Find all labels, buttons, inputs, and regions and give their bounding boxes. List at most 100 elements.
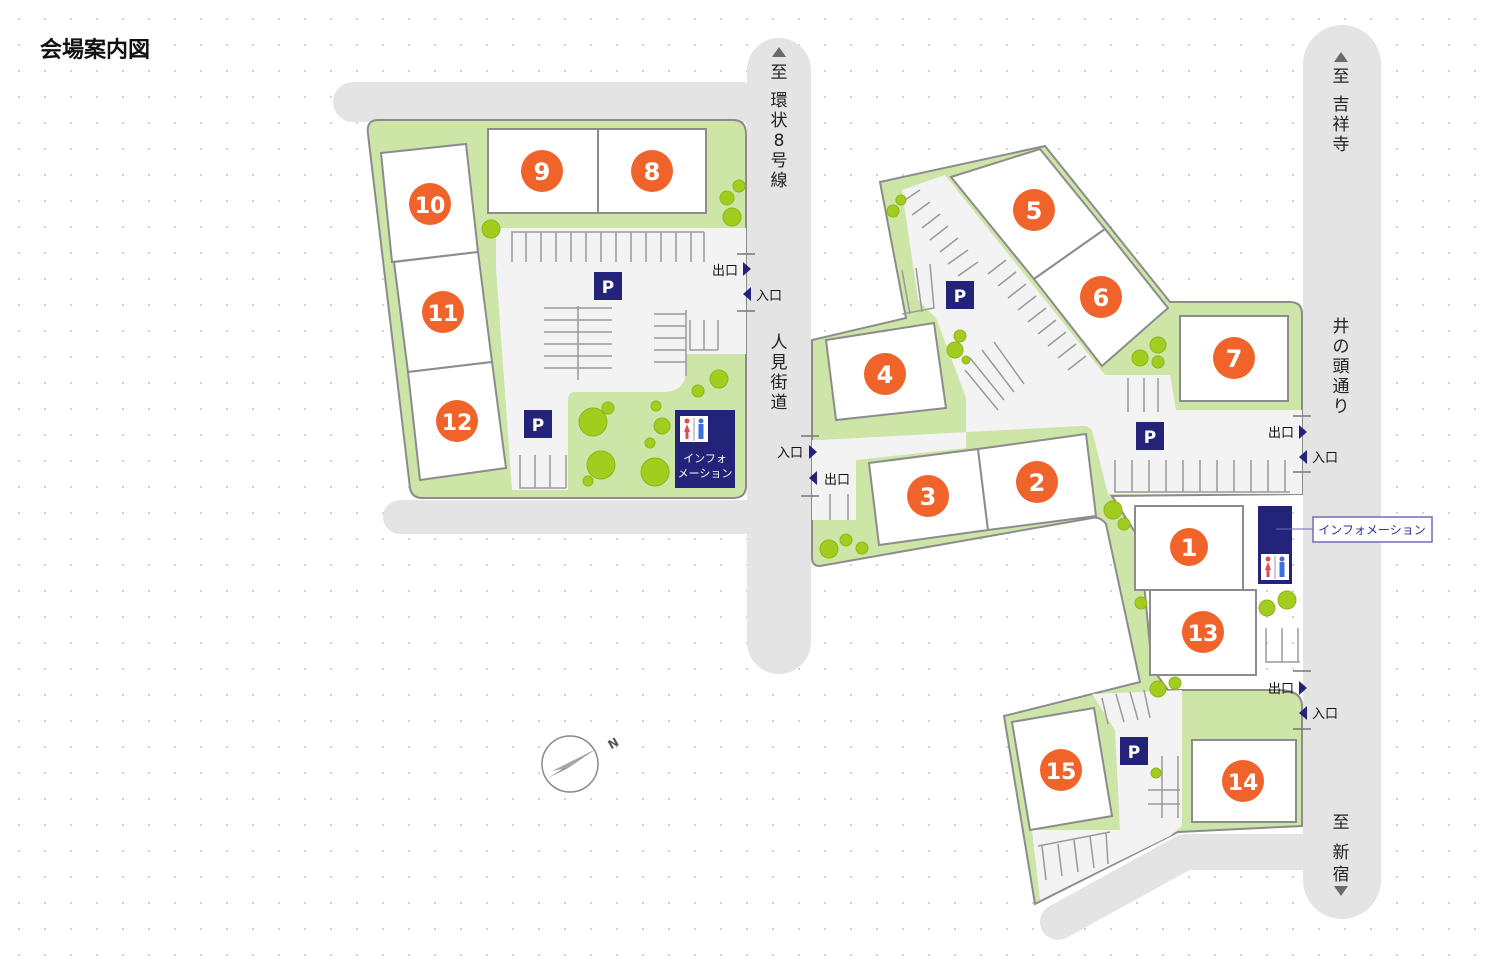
arrow-left-icon [809,471,817,485]
booth-number: 4 [877,361,894,389]
road-inokashira-dori [1303,25,1381,919]
road-label-kichijoji: 至吉祥寺 [1333,67,1350,155]
gate-entrance-label: 入口 [1312,707,1338,722]
info-label-line1: インフォ [683,452,727,465]
gate-entrance-label: 入口 [756,289,782,304]
information-booth-west[interactable]: インフォ メーション [675,410,735,488]
booth-9[interactable]: 9 [487,128,599,214]
gate-entrance-hitomi-south[interactable]: 入口 [777,445,817,461]
west-parking-lot [496,228,746,490]
info-label-line2: メーション [678,467,733,480]
information-booth-east[interactable] [1258,506,1292,584]
booth-number: 13 [1188,622,1219,647]
booth-number: 10 [415,194,446,219]
booth-7[interactable]: 7 [1179,315,1289,402]
gate-entrance-inokashira-north[interactable]: 入口 [1299,450,1338,466]
booth-number: 11 [428,302,459,327]
middle-parking-stalls [829,189,1300,881]
gate-entrance-label: 入口 [777,446,803,461]
booth-number: 6 [1093,284,1110,312]
middle-parking-lot [812,175,1302,520]
road-south-diagonal [1040,834,1338,940]
booth-8[interactable]: 8 [597,128,707,214]
gate-exit-inokashira-south[interactable]: 出口 [1268,681,1307,697]
page-title: 会場案内図 [40,38,151,63]
arrow-up-icon [1334,52,1348,62]
gate-entrance-hitomi-north[interactable]: 入口 [743,287,782,304]
arrow-left-icon [1299,706,1307,720]
svg-text:P: P [532,416,544,436]
booth-6[interactable]: 6 [1032,227,1170,368]
road-label-inokashira-dori: 井の頭通り [1333,317,1350,417]
booth-5[interactable]: 5 [949,147,1107,281]
booth-11[interactable]: 11 [392,250,494,374]
booth-1[interactable]: 1 [1134,505,1244,591]
restroom-icon [680,416,708,442]
booth-3[interactable]: 3 [867,447,990,547]
svg-text:P: P [954,287,966,307]
arrow-right-icon [1299,681,1307,695]
arrow-up-icon [772,47,786,57]
booth-10[interactable]: 10 [379,142,480,264]
svg-text:P: P [1144,428,1156,448]
road-label-shinjuku: 至新宿 [1333,813,1350,885]
arrow-left-icon [743,287,751,301]
booth-14[interactable]: 14 [1191,739,1297,823]
road-south-west [383,500,763,534]
information-callout: インフォメーション [1276,516,1433,543]
booth-number: 2 [1029,469,1046,497]
booth-number: 7 [1226,345,1243,373]
compass-north-label: N [606,735,622,752]
gate-exit-label: 出口 [1268,682,1294,697]
gate-exit-inokashira-north[interactable]: 出口 [1268,425,1307,441]
arrow-right-icon [743,262,751,276]
svg-text:P: P [602,278,614,298]
west-parking-stalls [511,231,719,489]
booths: 9 8 10 11 12 5 6 [379,128,1297,832]
booth-number: 15 [1046,760,1077,785]
gate-exit-hitomi-south[interactable]: 出口 [809,471,850,488]
svg-text:P: P [1128,743,1140,763]
middle-trees [819,194,1297,779]
parking-sign: P [1136,422,1164,450]
booth-number: 1 [1181,534,1198,562]
arrow-down-icon [1334,886,1348,896]
road-hitomi-kaido [747,38,811,674]
booth-number: 8 [644,158,661,186]
booth-number: 9 [534,158,551,186]
parking-sign: P [946,281,974,309]
roads [333,25,1381,940]
parking-sign: P [1120,737,1148,765]
gate-exit-hitomi-north[interactable]: 出口 [712,262,751,279]
gate-exit-label: 出口 [824,473,850,488]
west-trees [481,179,746,487]
road-north-west [333,82,763,122]
booth-number: 12 [442,411,473,436]
arrow-right-icon [1299,425,1307,439]
compass-north-icon: N [541,735,622,793]
road-label-hitomi-kaido: 人見街道 [771,333,788,413]
parking-sign: P [524,410,552,438]
gate-ticks [737,253,1311,730]
booth-13[interactable]: 13 [1149,589,1257,676]
booth-12[interactable]: 12 [406,360,508,482]
gate-exit-label: 出口 [1268,426,1294,441]
parking-sign: P [594,272,622,300]
booth-15[interactable]: 15 [1010,706,1114,832]
booth-number: 5 [1026,197,1043,225]
gate-entrance-label: 入口 [1312,451,1338,466]
parking-signs: P P P P P [524,272,1164,765]
booth-number: 3 [920,483,937,511]
booth-2[interactable]: 2 [976,432,1098,532]
booth-number: 14 [1228,771,1259,796]
arrow-left-icon [1299,450,1307,464]
booth-4[interactable]: 4 [824,321,948,422]
restroom-icon [1261,554,1289,580]
arrow-right-icon [809,445,817,459]
information-callout-label: インフォメーション [1318,523,1425,537]
gate-entrance-inokashira-south[interactable]: 入口 [1299,706,1338,722]
gate-exit-label: 出口 [712,264,738,279]
